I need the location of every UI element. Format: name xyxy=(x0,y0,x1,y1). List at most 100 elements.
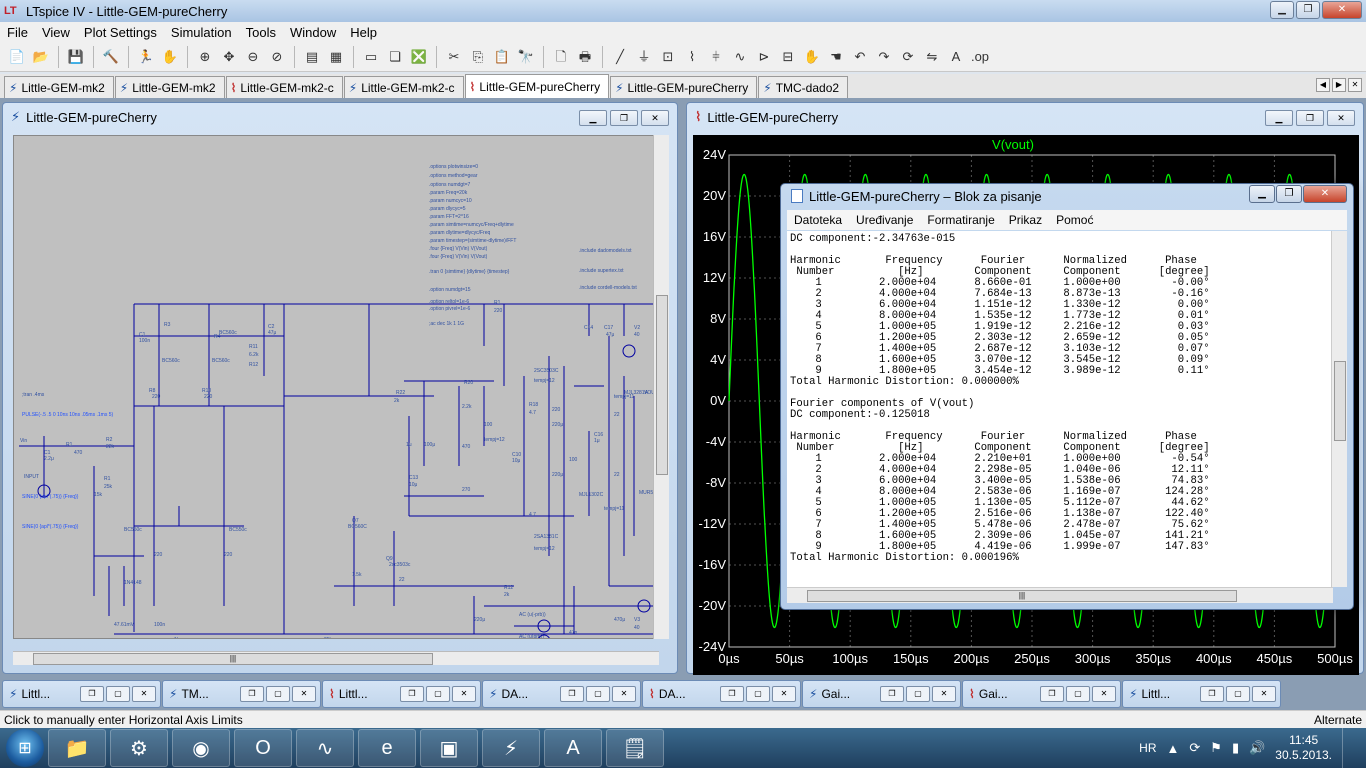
maximize-button[interactable]: ▢ xyxy=(106,686,130,702)
start-button[interactable]: ⊞ xyxy=(6,729,44,767)
close-button[interactable]: ✕ xyxy=(1252,686,1276,702)
spice-directive-icon[interactable]: .op xyxy=(970,48,990,64)
diode-icon[interactable]: ⊳ xyxy=(758,48,770,64)
show-desktop-button[interactable] xyxy=(1342,728,1356,768)
tab-little-gem-purecherry-plot[interactable]: ⌇Little-GEM-pureCherry xyxy=(464,74,610,98)
x-tick-label[interactable]: 300µs xyxy=(1075,651,1111,666)
scrollbar-thumb[interactable]: ||| xyxy=(33,653,433,665)
minimize-button[interactable]: ▁ xyxy=(1265,110,1293,126)
clock[interactable]: 11:45 30.5.2013. xyxy=(1275,733,1332,763)
zoom-fit-icon[interactable]: ⊘ xyxy=(271,48,283,64)
restore-button[interactable]: ❐ xyxy=(720,686,744,702)
menu-window[interactable]: Window xyxy=(289,24,337,40)
x-tick-label[interactable]: 200µs xyxy=(954,651,990,666)
close-button[interactable]: ✕ xyxy=(772,686,796,702)
restore-button[interactable]: ❐ xyxy=(240,686,264,702)
paste-icon[interactable]: 📋 xyxy=(493,48,511,64)
restore-button[interactable]: ❐ xyxy=(1200,686,1224,702)
inductor-icon[interactable]: ∿ xyxy=(734,48,746,64)
open-icon[interactable]: 📂 xyxy=(32,48,50,64)
cut-icon[interactable]: ✂ xyxy=(448,48,460,64)
notepad-text-area[interactable]: DC component:-2.34763e-015 Harmonic Freq… xyxy=(787,231,1333,587)
maximize-button[interactable]: ▢ xyxy=(1066,686,1090,702)
y-tick-label[interactable]: 20V xyxy=(703,188,726,203)
schematic-horizontal-scrollbar[interactable]: ||| xyxy=(13,651,659,665)
control-panel-icon[interactable]: ⚙ xyxy=(110,729,168,767)
minimize-button[interactable]: ▁ xyxy=(1249,185,1275,203)
menu-datoteka[interactable]: Datoteka xyxy=(794,213,843,227)
x-tick-label[interactable]: 250µs xyxy=(1014,651,1050,666)
mirror-icon[interactable]: ⇋ xyxy=(926,48,938,64)
menu-help[interactable]: Help xyxy=(350,24,377,40)
component-icon[interactable]: ⊟ xyxy=(782,48,794,64)
close-button[interactable]: ✕ xyxy=(1092,686,1116,702)
ground-icon[interactable]: ⏚ xyxy=(637,48,651,64)
y-tick-label[interactable]: -4V xyxy=(706,434,727,449)
minimized-window[interactable]: ⌇Gai...❐▢✕ xyxy=(962,680,1121,708)
find-icon[interactable]: 🔭 xyxy=(517,48,535,64)
maximize-button[interactable]: ▢ xyxy=(906,686,930,702)
capacitor-icon[interactable]: ⫩ xyxy=(712,48,720,64)
rotate-icon[interactable]: ⟳ xyxy=(902,48,914,64)
schematic-vertical-scrollbar[interactable] xyxy=(653,135,669,639)
tile-horizontal-icon[interactable]: ▭ xyxy=(364,48,378,64)
close-button[interactable]: ✕ xyxy=(641,110,669,126)
y-tick-label[interactable]: 8V xyxy=(710,311,726,326)
tab-little-gem-mk2-c-plot[interactable]: ⌇Little-GEM-mk2-c xyxy=(225,76,343,98)
y-tick-label[interactable]: 4V xyxy=(710,352,726,367)
menu-simulation[interactable]: Simulation xyxy=(170,24,232,40)
x-tick-label[interactable]: 100µs xyxy=(832,651,868,666)
x-tick-label[interactable]: 350µs xyxy=(1135,651,1171,666)
pan-icon[interactable]: ✥ xyxy=(223,48,235,64)
explorer-icon[interactable]: 📁 xyxy=(48,729,106,767)
cascade-icon[interactable]: ❏ xyxy=(389,48,401,64)
show-hidden-icons-icon[interactable]: ▲ xyxy=(1166,740,1180,756)
zoom-out-icon[interactable]: ⊖ xyxy=(247,48,259,64)
notepad-vertical-scrollbar[interactable] xyxy=(1331,231,1347,587)
minimize-button[interactable]: ▁ xyxy=(579,110,607,126)
control-panel-icon[interactable]: 🔨 xyxy=(102,48,120,64)
restore-button[interactable]: ❐ xyxy=(1296,110,1324,126)
restore-button[interactable]: ❐ xyxy=(1296,1,1320,19)
maximize-button[interactable]: ▢ xyxy=(266,686,290,702)
menu-plot-settings[interactable]: Plot Settings xyxy=(83,24,157,40)
window-switcher-icon[interactable]: ▣ xyxy=(420,729,478,767)
x-tick-label[interactable]: 50µs xyxy=(775,651,804,666)
tab-scroll-right-button[interactable]: ▶ xyxy=(1332,78,1346,92)
oscilloscope-icon[interactable]: ∿ xyxy=(296,729,354,767)
close-button[interactable]: ✕ xyxy=(932,686,956,702)
minimize-button[interactable]: ▁ xyxy=(1270,1,1294,19)
redo-icon[interactable]: ↷ xyxy=(878,48,890,64)
x-tick-label[interactable]: 400µs xyxy=(1196,651,1232,666)
minimized-window[interactable]: ⚡Gai...❐▢✕ xyxy=(802,680,961,708)
y-tick-label[interactable]: -24V xyxy=(699,639,727,654)
maximize-button[interactable]: ▢ xyxy=(586,686,610,702)
minimized-window[interactable]: ⚡TM...❐▢✕ xyxy=(162,680,321,708)
draw-wire-icon[interactable]: ╱ xyxy=(616,48,624,64)
maximize-button[interactable]: ▢ xyxy=(1226,686,1250,702)
print-icon[interactable]: 🖶 xyxy=(578,48,592,64)
x-tick-label[interactable]: 150µs xyxy=(893,651,929,666)
close-button[interactable]: ✕ xyxy=(132,686,156,702)
label-net-icon[interactable]: ⊡ xyxy=(662,48,674,64)
close-button[interactable]: ✕ xyxy=(1327,110,1355,126)
drag-icon[interactable]: ☚ xyxy=(830,48,842,64)
language-indicator[interactable]: HR xyxy=(1139,741,1157,755)
maximize-button[interactable]: ▢ xyxy=(426,686,450,702)
scrollbar-thumb[interactable]: ||| xyxy=(807,590,1237,602)
minimized-window[interactable]: ⚡Littl...❐▢✕ xyxy=(2,680,161,708)
trace-label[interactable]: V(vout) xyxy=(992,137,1034,152)
autorange-icon[interactable]: ▤ xyxy=(305,48,319,64)
run-icon[interactable]: 🏃 xyxy=(137,48,155,64)
x-tick-label[interactable]: 500µs xyxy=(1317,651,1353,666)
y-tick-label[interactable]: -16V xyxy=(699,557,727,572)
minimized-window[interactable]: ⚡DA...❐▢✕ xyxy=(482,680,641,708)
restore-button[interactable]: ❐ xyxy=(560,686,584,702)
notepad-horizontal-scrollbar[interactable]: ||| xyxy=(787,587,1333,603)
restore-button[interactable]: ❐ xyxy=(400,686,424,702)
restore-button[interactable]: ❐ xyxy=(80,686,104,702)
battery-icon[interactable]: ▮ xyxy=(1231,740,1240,755)
minimized-window[interactable]: ⚡Littl...❐▢✕ xyxy=(1122,680,1281,708)
restore-button[interactable]: ❐ xyxy=(1276,185,1302,203)
tab-little-gem-mk2-c[interactable]: ⚡Little-GEM-mk2-c xyxy=(343,76,464,98)
